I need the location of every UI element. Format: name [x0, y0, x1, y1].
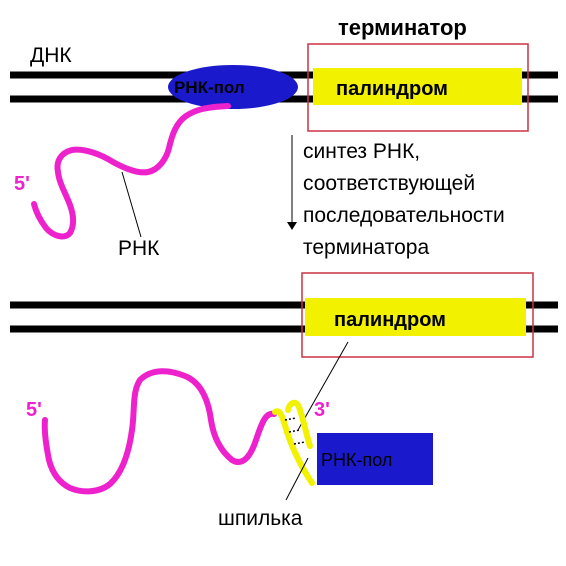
rna-pointer-line	[121, 171, 142, 238]
bottom-palindrome-segment	[305, 298, 526, 336]
synthesis-arrow	[287, 135, 297, 230]
top-polymerase-label: РНК-пол	[174, 78, 245, 97]
top-rna-polymerase	[168, 65, 298, 109]
bottom-three-prime-label: 3'	[314, 399, 330, 421]
terminator-box	[307, 43, 529, 132]
top-five-prime-label: 5'	[14, 173, 30, 195]
annotation-line-1: синтез РНК,	[303, 140, 420, 163]
bottom-terminator-box	[301, 272, 534, 358]
annotation-line-3: последовательности	[303, 204, 505, 227]
bottom-five-prime-label: 5'	[26, 399, 42, 421]
hairpin-label: шпилька	[218, 507, 303, 530]
bottom-palindrome-label: палиндром	[334, 309, 446, 331]
bottom-rna-strand	[41, 368, 277, 495]
rna-label: РНК	[118, 237, 160, 260]
bottom-polymerase-label: РНК-пол	[321, 450, 392, 470]
top-rna-strand	[31, 103, 231, 240]
hairpin-pointer-line	[285, 457, 309, 501]
terminator-label: терминатор	[338, 15, 467, 40]
top-palindrome-label: палиндром	[336, 78, 448, 100]
annotation-line-2: соответствующей	[303, 172, 475, 195]
annotation-line-4: терминатора	[303, 236, 429, 259]
rna-hairpin	[272, 399, 315, 486]
synthesis-annotation: синтез РНК, соответствующей последовател…	[303, 140, 505, 259]
bottom-rna-polymerase	[317, 433, 433, 485]
dna-label: ДНК	[30, 44, 72, 67]
palindrome-pointer-line	[297, 341, 349, 431]
top-palindrome-segment	[313, 68, 522, 105]
